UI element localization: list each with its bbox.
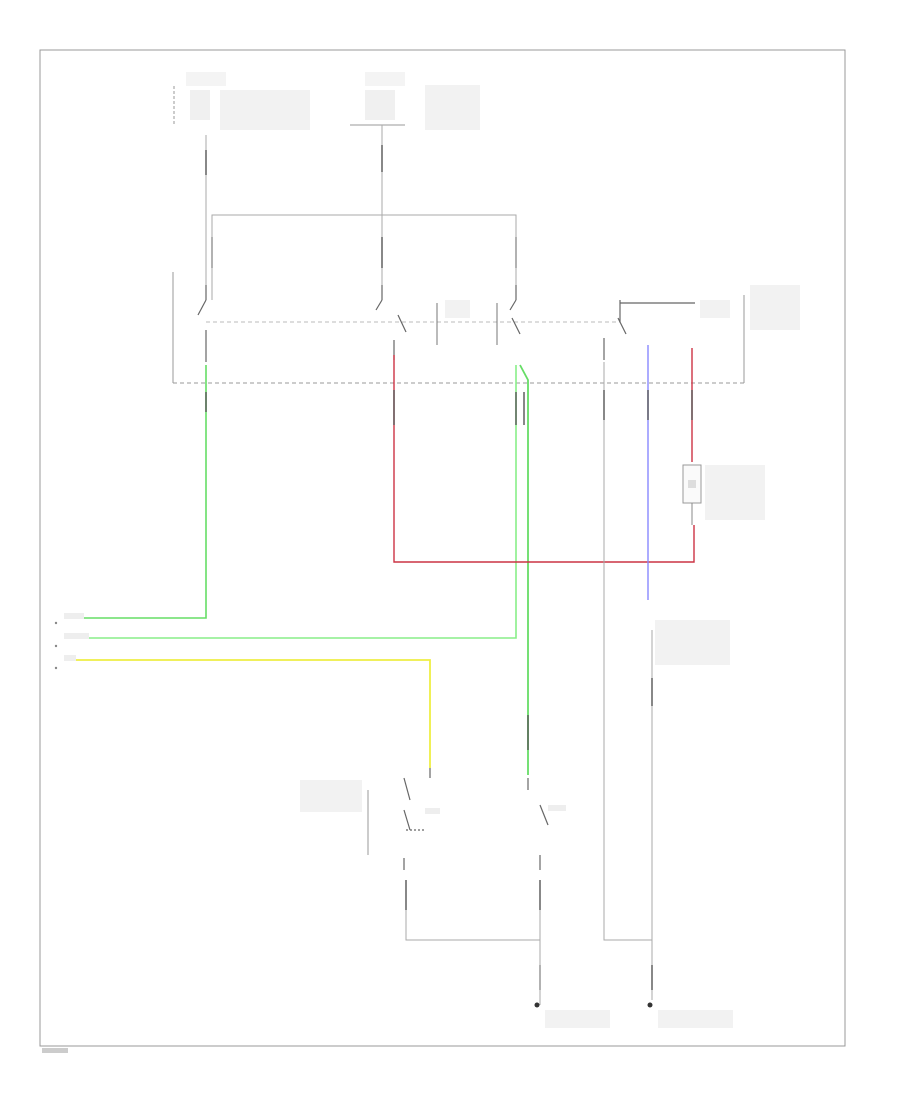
wire-grey-right: [603, 362, 652, 941]
switch-icon: [197, 285, 695, 362]
component-box: [682, 464, 765, 525]
connector-icon: [205, 145, 517, 268]
fuse-block-right: [350, 72, 480, 130]
switch-label-2: [548, 805, 566, 811]
top-bus-wire: [211, 214, 517, 300]
bottom-bus-wire: [405, 910, 540, 941]
wire-yel: [64, 659, 431, 768]
lower-switch-block: [300, 780, 369, 855]
switch-icon: [403, 768, 549, 870]
wire-dark-grn: [519, 364, 529, 775]
switch-box: [172, 272, 800, 384]
fuse-block-left: [173, 72, 310, 130]
connector-icon: [205, 390, 693, 990]
diagram-id-mark: [42, 1048, 68, 1053]
wire-tags: [54, 613, 89, 670]
wire-lt-grn: [64, 365, 207, 619]
switch-label-1: [425, 808, 440, 814]
ground-icon: [647, 1002, 733, 1028]
ground-icon: [534, 1002, 610, 1028]
diagram-frame: [39, 49, 846, 1047]
violet-wire-label: [655, 620, 730, 665]
wire-lt-grn-blk: [64, 365, 517, 639]
wire-red: [393, 355, 695, 563]
